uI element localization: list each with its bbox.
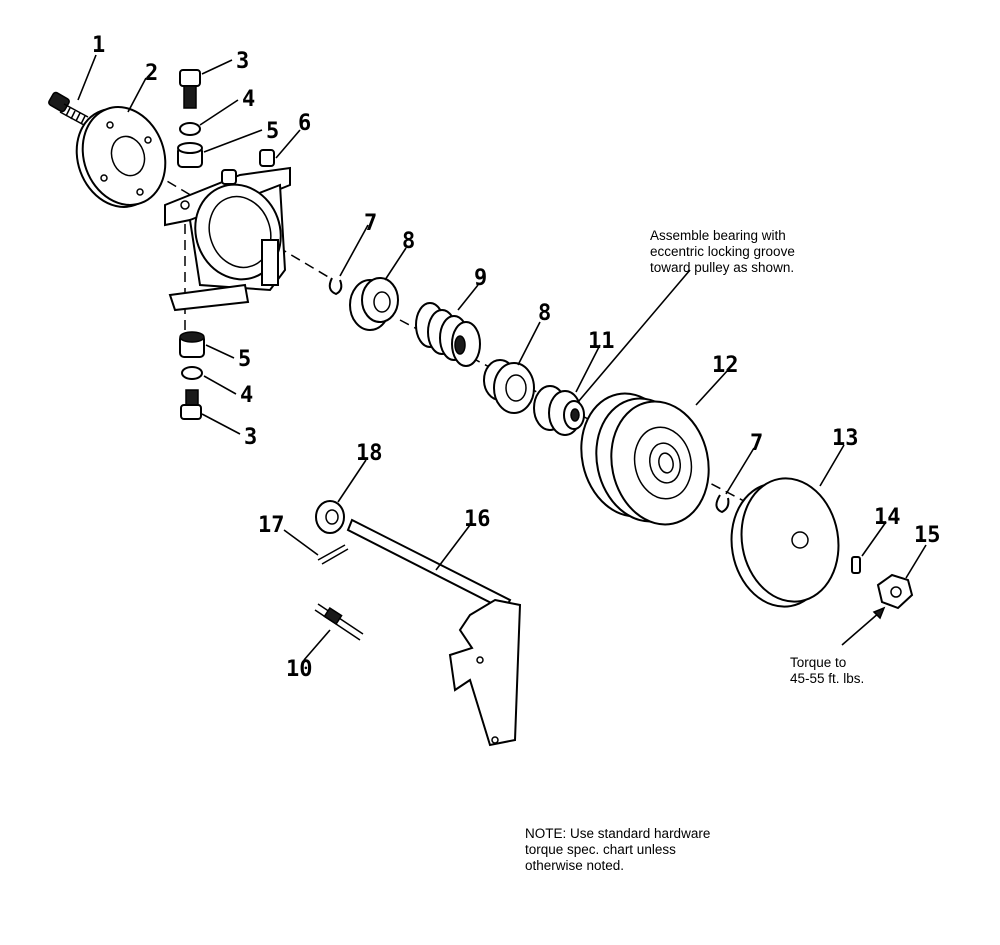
part-5-spacer-bottom bbox=[179, 331, 205, 358]
callout-1: 1 bbox=[92, 33, 105, 58]
part-7-clip-left bbox=[328, 277, 343, 296]
part-6-bracket bbox=[164, 149, 291, 312]
callout-15: 15 bbox=[914, 523, 941, 548]
leader-9 bbox=[457, 284, 479, 311]
leader-7b bbox=[725, 447, 755, 495]
callout-8-left: 8 bbox=[402, 229, 415, 254]
callout-5-bottom: 5 bbox=[238, 347, 251, 372]
callout-4-bottom: 4 bbox=[240, 383, 253, 408]
callout-3-top: 3 bbox=[236, 49, 249, 74]
leader-15 bbox=[905, 544, 927, 579]
part-3-bolt-top bbox=[179, 69, 201, 109]
leader-8a bbox=[384, 247, 407, 281]
callout-13: 13 bbox=[832, 426, 859, 451]
leader-torque bbox=[841, 611, 881, 646]
callout-7-left: 7 bbox=[364, 211, 377, 236]
part-18-washer bbox=[315, 500, 345, 534]
part-9-spring bbox=[415, 302, 481, 367]
leader-2 bbox=[127, 77, 147, 113]
leader-18 bbox=[337, 459, 367, 503]
part-8-bushing-left bbox=[349, 277, 399, 331]
leader-10 bbox=[303, 629, 331, 661]
callout-4-top: 4 bbox=[242, 87, 255, 112]
leader-13 bbox=[819, 444, 845, 487]
part-8-bushing-right bbox=[483, 359, 535, 414]
part-5-spacer-top bbox=[177, 142, 203, 168]
callout-11: 11 bbox=[588, 329, 615, 354]
callout-3-bottom: 3 bbox=[244, 425, 257, 450]
leader-5b bbox=[205, 344, 235, 359]
callout-8-right: 8 bbox=[538, 301, 551, 326]
leader-16 bbox=[435, 524, 471, 571]
part-1-bolt bbox=[48, 91, 89, 126]
part-2-flange bbox=[75, 106, 167, 208]
callout-10: 10 bbox=[286, 657, 313, 682]
bearing-assembly-note: Assemble bearing with eccentric locking … bbox=[650, 228, 795, 275]
callout-7-right: 7 bbox=[750, 431, 763, 456]
part-13-hub bbox=[730, 477, 840, 608]
general-note: NOTE: Use standard hardware torque spec.… bbox=[525, 826, 711, 873]
leader-3b bbox=[201, 413, 241, 435]
part-16-arm bbox=[346, 518, 522, 747]
part-4-washer-top bbox=[179, 122, 201, 136]
leader-torque-arrow bbox=[872, 606, 886, 620]
callout-2: 2 bbox=[145, 61, 158, 86]
leader-8b bbox=[517, 321, 541, 366]
part-7-clip-right bbox=[715, 494, 730, 514]
leader-7a bbox=[339, 224, 369, 277]
leader-4a bbox=[199, 99, 239, 126]
callout-18: 18 bbox=[356, 441, 383, 466]
callout-14: 14 bbox=[874, 505, 901, 530]
leader-11 bbox=[575, 344, 601, 393]
leader-6 bbox=[275, 129, 301, 159]
callout-5-top: 5 bbox=[266, 119, 279, 144]
part-17-pin bbox=[317, 544, 349, 565]
part-4-washer-bottom bbox=[181, 366, 203, 380]
leader-1 bbox=[77, 54, 97, 101]
torque-note: Torque to 45-55 ft. lbs. bbox=[790, 655, 865, 686]
centerline bbox=[139, 164, 331, 279]
leader-3a bbox=[201, 59, 233, 75]
part-3-bolt-bottom bbox=[180, 389, 202, 420]
leader-14 bbox=[861, 521, 887, 557]
leader-12 bbox=[695, 369, 729, 406]
callout-12: 12 bbox=[712, 353, 739, 378]
callout-6: 6 bbox=[298, 111, 311, 136]
part-12-pulley bbox=[580, 392, 710, 526]
callout-17: 17 bbox=[258, 513, 285, 538]
callout-9: 9 bbox=[474, 266, 487, 291]
leader-4b bbox=[203, 375, 237, 395]
leader-17 bbox=[283, 529, 319, 556]
leader-bearing-note bbox=[577, 269, 691, 403]
leader-5a bbox=[203, 129, 263, 153]
callout-16: 16 bbox=[464, 507, 491, 532]
part-10-stud bbox=[314, 603, 364, 641]
part-15-nut bbox=[876, 573, 914, 610]
part-14-key bbox=[851, 556, 861, 574]
part-11-bearing bbox=[533, 385, 585, 436]
